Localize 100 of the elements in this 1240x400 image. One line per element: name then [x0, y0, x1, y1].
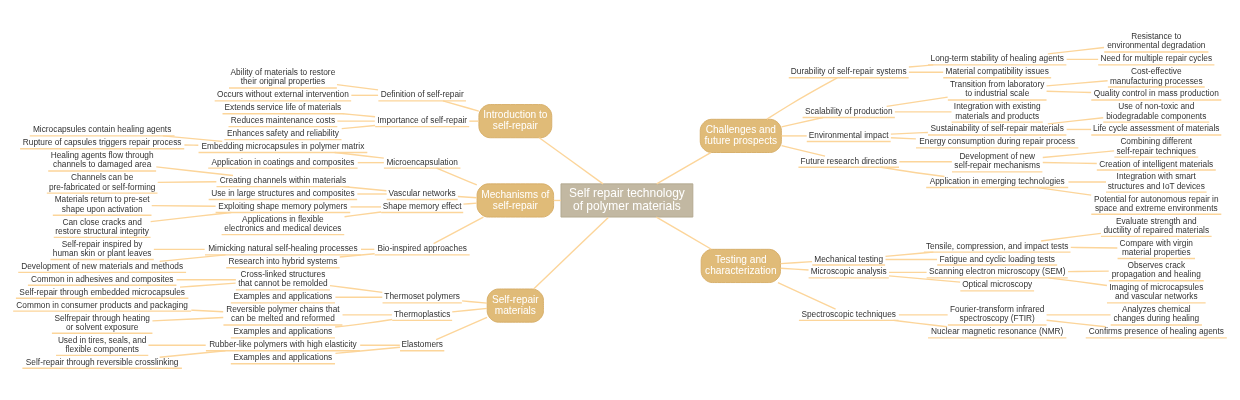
- connector: [147, 344, 207, 346]
- node-text: Self-repair through embedded microcapsules: [19, 286, 185, 297]
- connector: [780, 116, 824, 128]
- connector: [336, 120, 376, 122]
- node-text: Importance of self-repair: [377, 115, 468, 126]
- connector: [341, 124, 376, 130]
- node-text: Potential for autonomous repair in space and extreme environments: [1094, 193, 1219, 213]
- connector: [1045, 80, 1109, 87]
- node-text: Cost-effective manufacturing processes: [1109, 66, 1203, 86]
- connector: [1045, 90, 1092, 94]
- connector: [779, 260, 813, 265]
- connector: [780, 144, 826, 157]
- node-text: Transition from laboratory to industrial scale: [950, 79, 1045, 99]
- node-text: Development of new materials and methods: [21, 260, 184, 271]
- connector: [780, 135, 808, 137]
- connector: [777, 281, 837, 310]
- connector: [149, 211, 232, 223]
- connector: [655, 216, 713, 250]
- node-text: Material compatibility issues: [945, 66, 1049, 77]
- node-text: Compare with virgin material properties: [1119, 237, 1193, 258]
- node-text: Scalability of production: [804, 105, 893, 116]
- connector: [468, 120, 480, 122]
- connector: [1047, 117, 1104, 125]
- node-text: Healing agents flow through channels to damaged area: [50, 150, 154, 170]
- connector: [538, 137, 604, 185]
- node-text: Shape memory effect: [382, 200, 462, 211]
- connector: [343, 211, 382, 218]
- node-box: Self-repair materials: [486, 288, 544, 323]
- connector: [894, 111, 953, 113]
- node-text: Creating channels within materials: [219, 175, 347, 186]
- node-text: Elastomers: [401, 339, 443, 350]
- connector: [1045, 314, 1112, 316]
- node-text: Nuclear magnetic resonance (NMR): [931, 326, 1064, 337]
- connector: [890, 131, 929, 135]
- node-text: Mimicking natural self-healing processes: [208, 243, 358, 254]
- node-text: Energy consumption during repair process: [919, 136, 1076, 147]
- node-text: Cross-linked structures that cannot be remolded: [238, 269, 328, 289]
- connector: [190, 309, 224, 313]
- connector: [1065, 128, 1092, 131]
- connector: [356, 193, 388, 195]
- connector: [1067, 270, 1110, 273]
- node-text: Mechanical testing: [814, 253, 884, 264]
- node-text: Research into hybrid systems: [228, 256, 338, 267]
- connector: [888, 275, 961, 283]
- connector: [898, 314, 949, 316]
- connector: [329, 284, 384, 294]
- connector: [908, 71, 944, 73]
- connector: [885, 96, 949, 108]
- node-text: Creation of intelligent materials: [1099, 158, 1214, 169]
- node-text: Application in emerging technologies: [929, 176, 1065, 187]
- node-text: Sustainability of self-repair materials: [930, 123, 1064, 134]
- node-text: Imaging of microcapsules and vascular networks: [1109, 282, 1204, 302]
- node-text: Fatigue and cyclic loading tests: [939, 253, 1055, 264]
- connector: [1042, 161, 1098, 165]
- connector: [442, 100, 480, 112]
- node-text: Analyzes chemical changes during healing: [1113, 304, 1200, 324]
- connector: [432, 216, 485, 245]
- connector: [349, 206, 382, 208]
- connector: [162, 135, 223, 143]
- node-text: Evaluate strength and ductility of repaired materials: [1103, 215, 1210, 235]
- node-text: Used in tires, seals, and flexible components: [57, 334, 147, 354]
- node-text: Fourier-transform infrared spectroscopy (FTIR): [949, 304, 1045, 324]
- connector: [779, 267, 810, 271]
- connector: [342, 113, 376, 118]
- node-text: Channels can be pre-fabricated or self-forming: [48, 172, 156, 192]
- node-text: Exploiting shape memory polymers: [218, 200, 348, 211]
- connector: [888, 271, 928, 274]
- connector: [1042, 150, 1115, 159]
- node-text: Microscopic analysis: [810, 266, 887, 277]
- connector: [1065, 58, 1099, 61]
- node-text: Examples and applications: [233, 291, 333, 302]
- node-text: Embedding microcapsules in polymer matrix: [201, 141, 365, 151]
- connector: [334, 318, 393, 328]
- connector: [357, 161, 385, 164]
- connector: [1037, 186, 1092, 196]
- connector: [884, 258, 938, 261]
- node-text: Application in coatings and composites: [211, 156, 355, 167]
- connector: [1045, 319, 1107, 328]
- node-text: Use of non-toxic and biodegradable components: [1106, 101, 1207, 121]
- node-text: Bio-inspired approaches: [377, 243, 467, 254]
- connector: [183, 144, 199, 146]
- node-text: Reduces maintenance costs: [230, 115, 336, 126]
- connector: [461, 300, 488, 304]
- connector: [766, 77, 838, 120]
- node-text: Rubber-like polymers with high elasticity: [209, 339, 357, 350]
- node-text: Confirms presence of healing agents: [1088, 326, 1224, 337]
- node-text: Environmental impact: [808, 129, 889, 140]
- connector: [359, 344, 401, 346]
- connector: [151, 316, 224, 322]
- node-text: Life cycle assessment of materials: [1093, 123, 1220, 134]
- node-text: Microencapsulation: [386, 156, 458, 167]
- node-text: Examples and applications: [233, 352, 333, 363]
- node-text: Long-term stability of healing agents: [930, 53, 1064, 64]
- connector: [908, 64, 934, 68]
- node-text: Microcapsules contain healing agents: [32, 124, 172, 135]
- node-text: Optical microscopy: [962, 279, 1033, 290]
- node-box: Mechanisms of self-repair: [476, 183, 555, 218]
- connector: [179, 282, 237, 288]
- node-text: Tensile, compression, and impact tests: [925, 240, 1069, 251]
- node-text: Ability of materials to restore their original properties: [230, 67, 336, 87]
